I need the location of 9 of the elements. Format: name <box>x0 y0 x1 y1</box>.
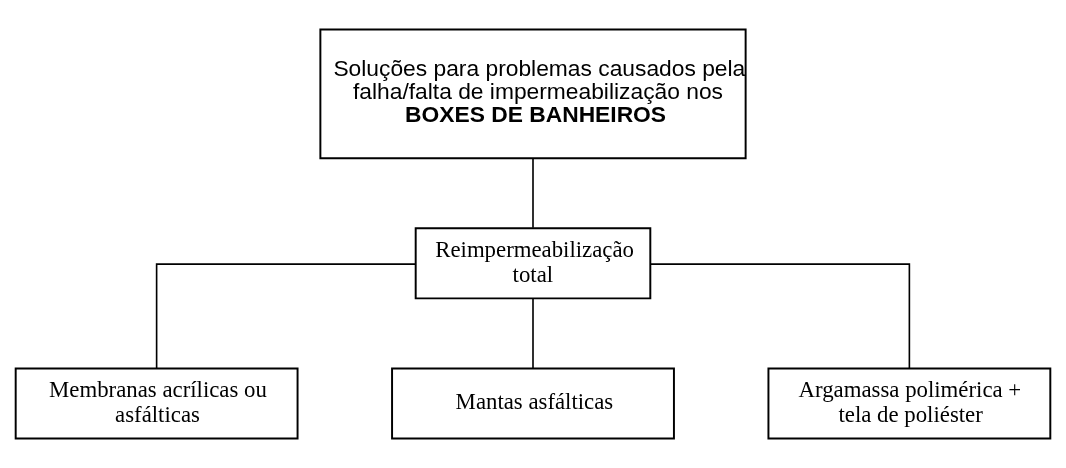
node-box: Mantas asfálticas <box>391 367 675 440</box>
connector <box>532 297 534 369</box>
node-box: Argamassa polimérica + tela de poliéster <box>767 367 1052 440</box>
connector <box>532 157 534 229</box>
connector <box>649 263 911 370</box>
connector <box>155 263 417 370</box>
node-box: Soluções para problemas causados pela falha/falta de impermeabilização nos BOXES DE BANHEIROS <box>319 28 747 160</box>
node-box: Reimpermeabilização total <box>414 227 652 300</box>
node-box: Membranas acrílicas ou asfálticas <box>14 367 299 440</box>
